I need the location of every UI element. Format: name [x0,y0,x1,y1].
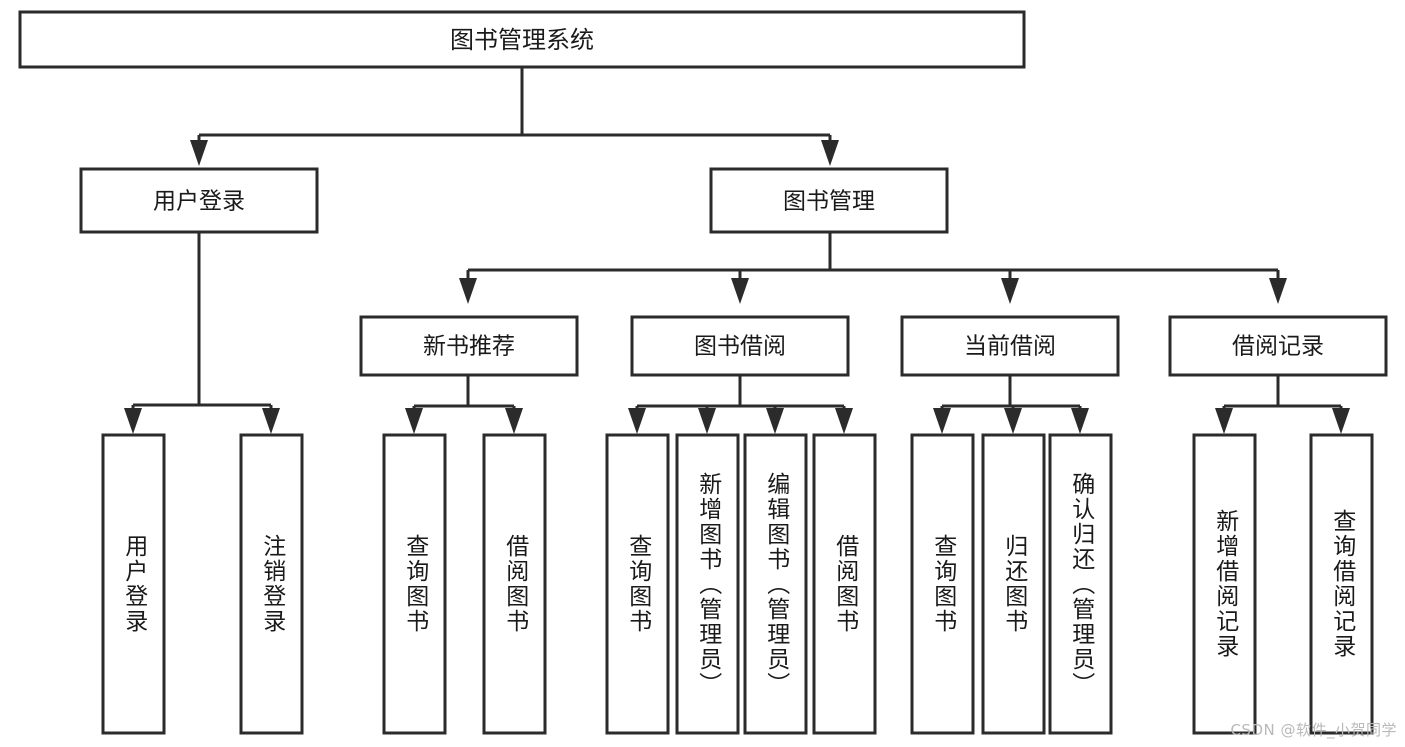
leaf-box-user-login[interactable] [101,433,166,735]
connector-newbook-to-leaves [405,375,523,434]
leaf-box-add-record[interactable] [1192,433,1257,735]
watermark: CSDN @软件_小贺同学 [1230,721,1397,739]
connector-root-to-level2 [190,67,839,166]
leaf-box-logout[interactable] [239,433,304,735]
leaf-box-query-record[interactable] [1309,433,1374,735]
node-current-borrow-label: 当前借阅 [964,334,1056,360]
node-user-login[interactable]: 用户登录 [79,167,319,234]
leaf-box-borrow-book-bb[interactable] [812,433,877,735]
leaf-box-borrow-book-nb[interactable] [482,433,547,735]
node-new-book-recommend-label: 新书推荐 [423,334,515,360]
node-root-label: 图书管理系统 [450,26,594,54]
node-book-borrow[interactable]: 图书借阅 [630,315,850,377]
node-book-borrow-label: 图书借阅 [694,334,786,360]
node-borrow-record-label: 借阅记录 [1232,334,1324,360]
node-borrow-record[interactable]: 借阅记录 [1168,315,1388,377]
connector-currentborrow-to-leaves [933,375,1089,434]
node-book-management[interactable]: 图书管理 [709,167,949,234]
connector-bookborrow-to-leaves [628,375,853,434]
node-new-book-recommend[interactable]: 新书推荐 [359,315,579,377]
node-book-management-label: 图书管理 [783,189,875,215]
connector-bookmgmt-to-level3 [459,232,1287,304]
leaf-box-return-book[interactable] [981,433,1046,735]
node-user-login-label: 用户登录 [153,189,245,215]
leaf-box-confirm-return[interactable] [1048,433,1113,735]
leaf-box-query-book-cb[interactable] [910,433,975,735]
leaf-box-edit-book[interactable] [743,433,808,735]
node-current-borrow[interactable]: 当前借阅 [900,315,1120,377]
leaf-box-add-book[interactable] [675,433,740,735]
leaf-box-query-book-bb[interactable] [605,433,670,735]
leaf-box-query-book-nb[interactable] [382,433,447,735]
node-root[interactable]: 图书管理系统 [18,10,1026,69]
connector-userlogin-to-leaves [124,232,280,434]
connector-borrowrecord-to-leaves [1215,375,1350,434]
